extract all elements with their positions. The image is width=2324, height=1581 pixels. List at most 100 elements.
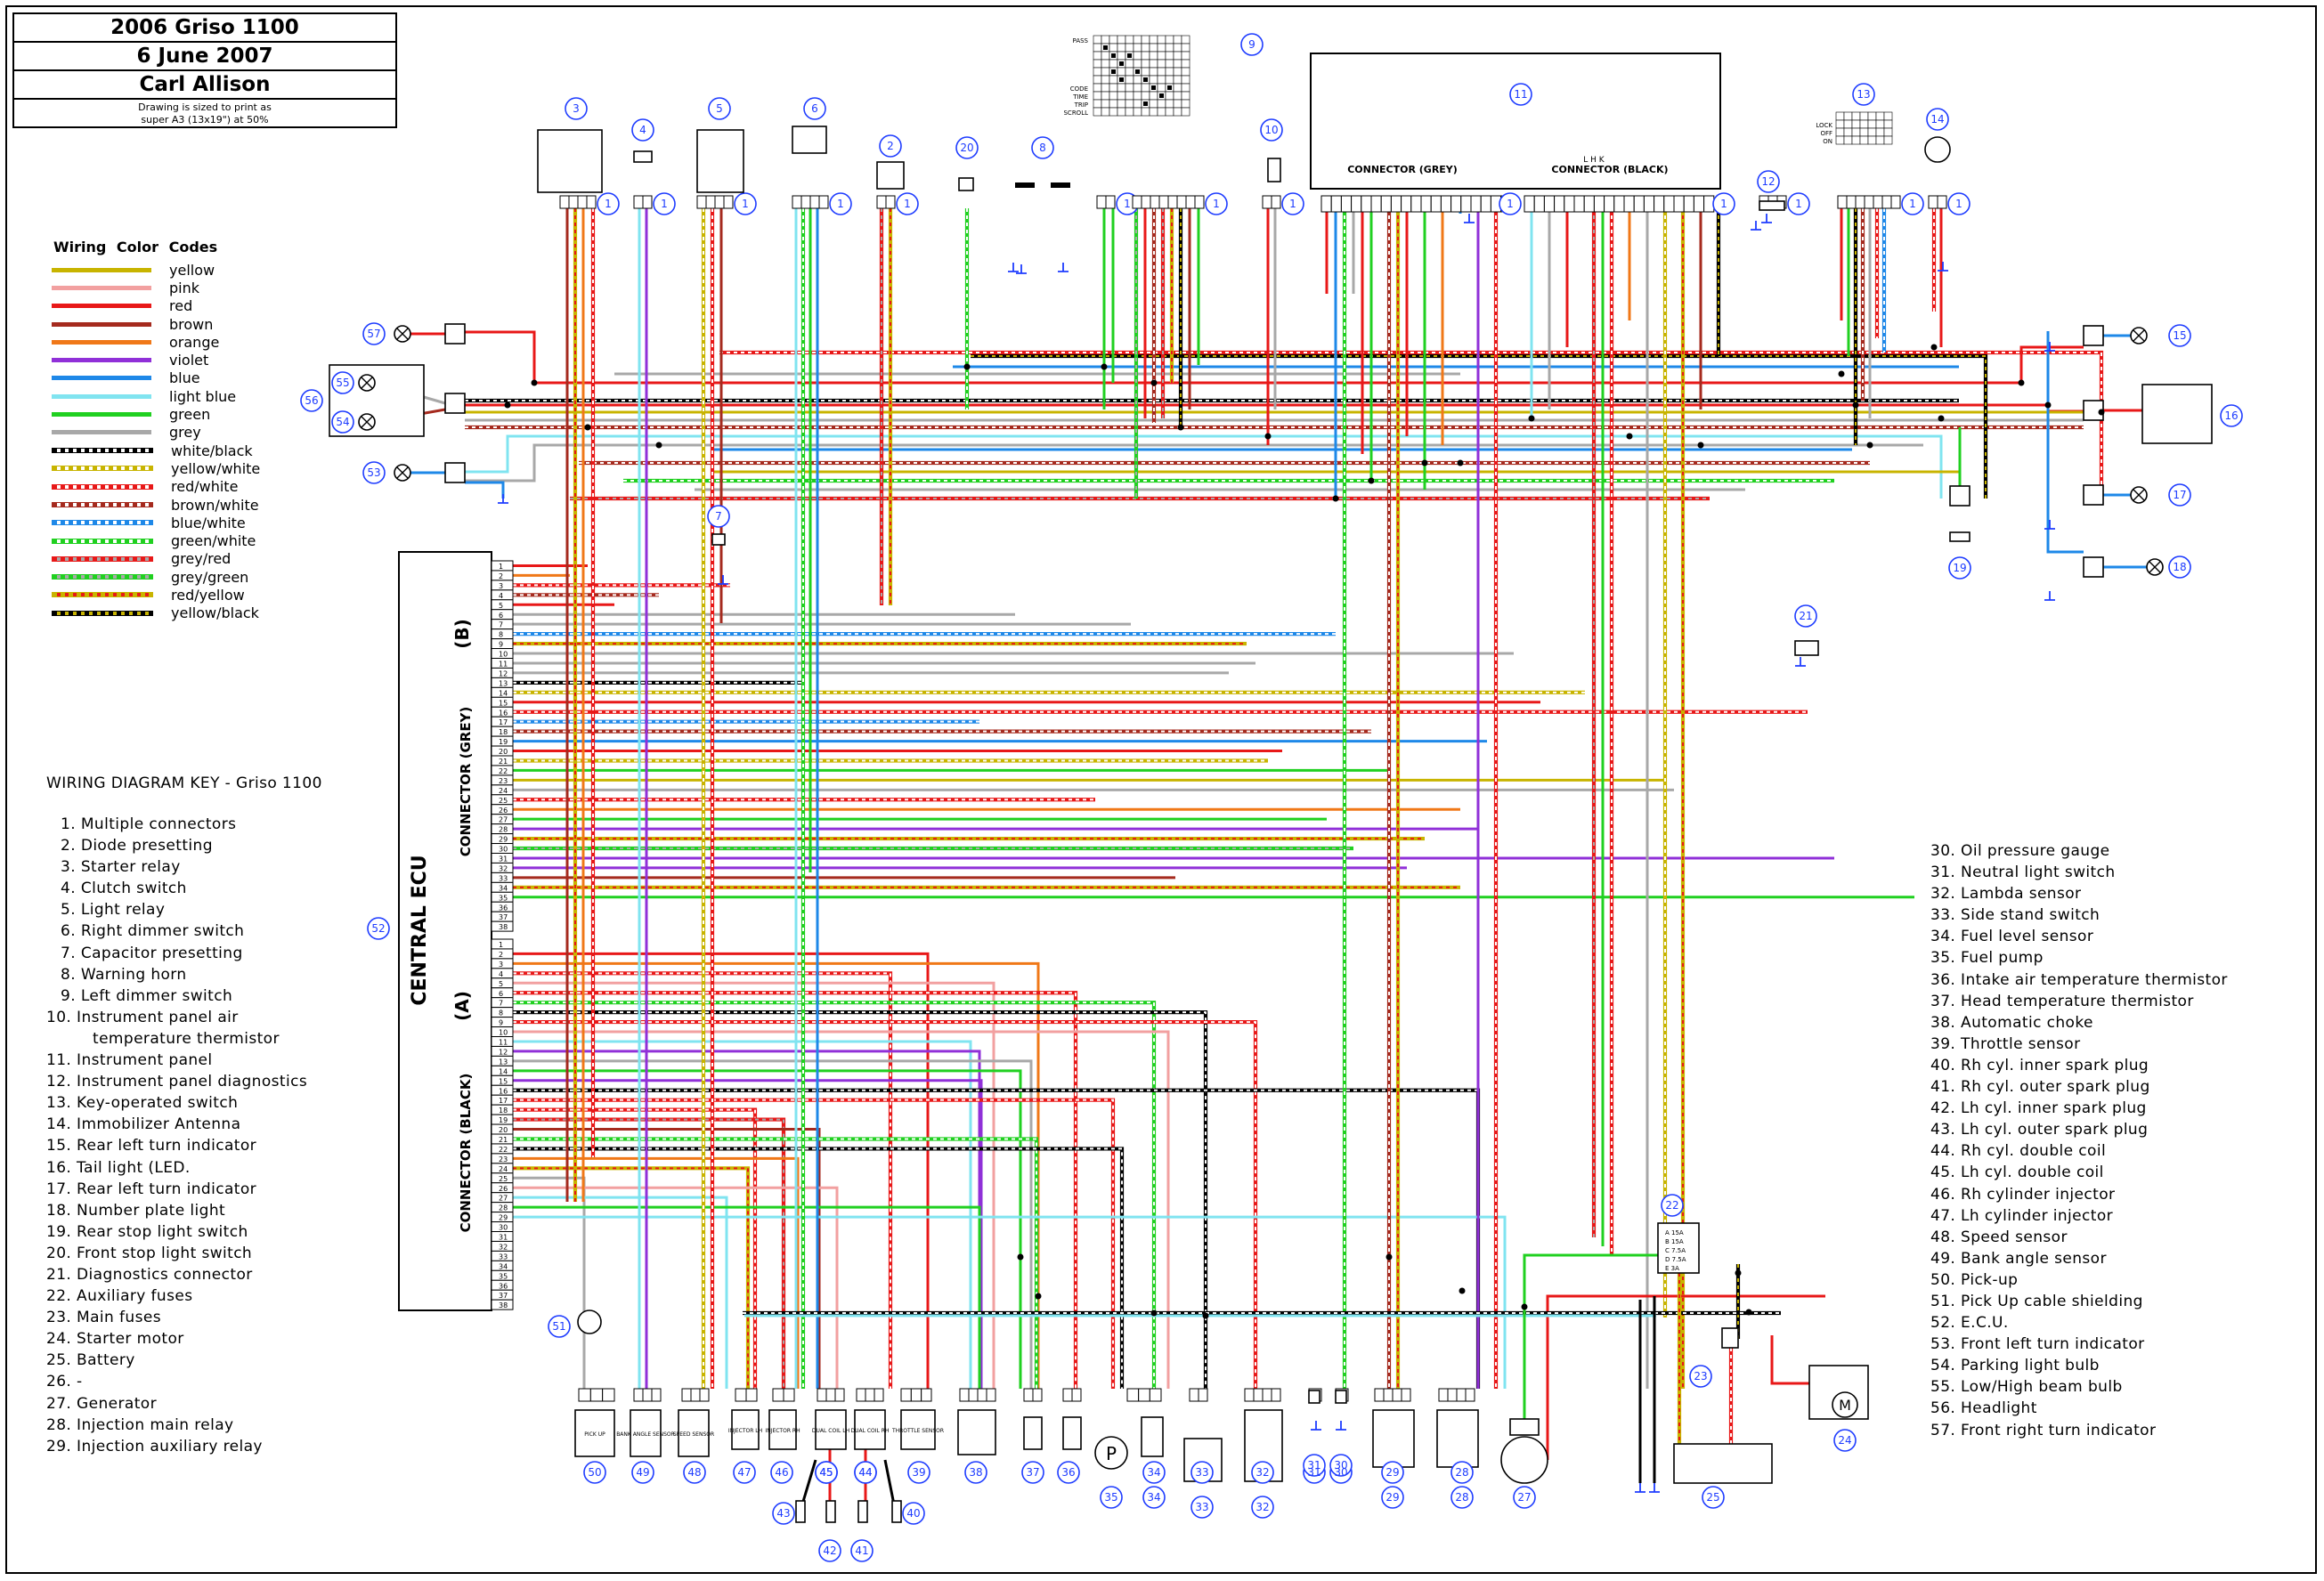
ecu-pin-number: 3	[499, 582, 503, 590]
ecu-a-wire	[513, 1040, 972, 1389]
component-layer	[300, 33, 2243, 1562]
ecu-a-wire	[513, 1138, 1037, 1389]
key-item: 42. Lh cyl. inner spark plug	[1930, 1099, 2147, 1118]
ecu-pin-number: 13	[499, 1058, 508, 1066]
switch9-grid-cell	[1101, 67, 1110, 77]
switch9-grid-cell	[1093, 99, 1102, 109]
fuel-pump-35	[1094, 1436, 1128, 1470]
callout-number: 18	[2173, 561, 2186, 573]
ecu-a-wire	[513, 1010, 1208, 1389]
ecu-pin-number: 30	[499, 1224, 508, 1232]
top-connector-pin	[1185, 195, 1196, 209]
legend-label: brown	[169, 315, 214, 333]
parking-bulb-54-cross	[361, 416, 373, 428]
ecu-a-wire	[513, 1088, 1481, 1389]
junction-dot	[1745, 1309, 1752, 1316]
ground-symbol	[718, 575, 728, 585]
ecu-pin-number: 23	[499, 1155, 508, 1163]
callout-number: 48	[687, 1466, 701, 1479]
callout-number: 10	[1264, 124, 1278, 136]
callout-number: 3	[573, 102, 580, 115]
callout-circle	[331, 410, 354, 434]
callout-number: 28	[1455, 1466, 1468, 1479]
switch9-grid-cell	[1125, 83, 1134, 93]
top-connector-pin	[1864, 195, 1874, 209]
legend-swatch	[52, 267, 151, 272]
ecu-pin-number: 35	[499, 1272, 508, 1280]
callout-number: 2	[887, 140, 894, 152]
title-author: Carl Allison	[14, 71, 395, 100]
legend-entry: violet	[52, 351, 345, 369]
bottom-connector-pin	[900, 1388, 912, 1402]
callout-circle	[770, 1461, 793, 1484]
ecu-pin-number: 37	[499, 1292, 508, 1300]
top-connector-pin	[1176, 195, 1187, 209]
callout-number: 1	[1507, 198, 1514, 210]
callout-circle	[1281, 192, 1304, 215]
top-connector-pin	[1141, 195, 1151, 209]
ecu-pin-number: 28	[499, 826, 508, 834]
ecu-connector-grey-label: CONNECTOR (GREY)	[458, 707, 474, 857]
ip-black-pin	[1643, 195, 1655, 213]
ecu-a-wire	[513, 1059, 1033, 1389]
ecu-a-wire	[513, 1098, 1116, 1389]
ip-grey-pin	[1401, 195, 1412, 213]
ip-grey-label: CONNECTOR (GREY)	[1347, 164, 1458, 175]
legend-swatch	[52, 520, 153, 526]
callout-number: 30	[1334, 1466, 1347, 1479]
top-connector-pin	[586, 195, 597, 209]
callout-number: 42	[823, 1545, 836, 1557]
junction-dot	[1332, 495, 1339, 502]
ecu-pin-number: 35	[499, 894, 508, 902]
bottom-connector-pin	[1392, 1388, 1402, 1402]
switch9-grid-cell	[1149, 59, 1158, 69]
instrument-panel	[1310, 53, 1721, 190]
key-item: 45. Lh cyl. double coil	[1930, 1163, 2104, 1182]
ecu-a-wire	[513, 1108, 756, 1389]
switch13-grid-cell	[1883, 127, 1893, 137]
switch9-grid-cell	[1133, 35, 1142, 45]
key-item: 15. Rear left turn indicator	[46, 1137, 257, 1155]
ecu-pin-number: 18	[499, 1107, 508, 1115]
capacitor-presetting-7	[711, 533, 726, 546]
switch9-grid-cell	[1133, 75, 1142, 85]
tail-light-16	[2141, 384, 2213, 444]
junction-dot	[1930, 344, 1938, 351]
bottom-connector-pin	[651, 1388, 662, 1402]
legend-entry: grey	[52, 424, 345, 442]
callout-circle	[1142, 1486, 1166, 1509]
switch9-grid-cell	[1173, 59, 1182, 69]
key-item: 19. Rear stop light switch	[46, 1222, 248, 1241]
callout-number: 21	[1799, 610, 1812, 622]
switch9-grid-cell	[1117, 99, 1126, 109]
front-right-turn-57-cross	[396, 328, 409, 340]
key-item: 7. Capacitor presetting	[61, 944, 243, 962]
ecu-pin-number: 20	[499, 1126, 508, 1134]
switch9-grid-cell	[1141, 83, 1150, 93]
callout-number: 34	[1147, 1466, 1160, 1479]
ip-black-pin	[1583, 195, 1595, 213]
callout-number: 44	[858, 1466, 872, 1479]
callout-number: 27	[1517, 1491, 1531, 1504]
bottom-connector-pin	[959, 1388, 970, 1402]
key-item: 37. Head temperature thermistor	[1930, 992, 2194, 1010]
switch9-grid-cell	[1093, 91, 1102, 101]
legend-label: grey	[169, 424, 201, 442]
callout-number: 1	[1289, 198, 1296, 210]
legend-label: blue/white	[171, 514, 246, 531]
ecu-a-wire	[513, 981, 995, 1389]
legend-swatch	[52, 592, 153, 598]
ip-grey-pin	[1420, 195, 1432, 213]
light-relay	[696, 129, 744, 193]
ground-symbol	[1751, 221, 1761, 231]
bottom-component	[854, 1409, 886, 1450]
key-item: 41. Rh cyl. outer spark plug	[1930, 1078, 2150, 1097]
callout-circle	[829, 192, 852, 215]
top-connector-pin	[1105, 195, 1116, 209]
top-connector-pin	[577, 195, 588, 209]
rear-turn-17-cross	[2133, 489, 2145, 501]
starter-relay	[537, 129, 603, 193]
bottom-component	[815, 1409, 847, 1450]
switch13-label: LOCK	[1816, 122, 1832, 129]
callout-number: 23	[1694, 1370, 1707, 1382]
